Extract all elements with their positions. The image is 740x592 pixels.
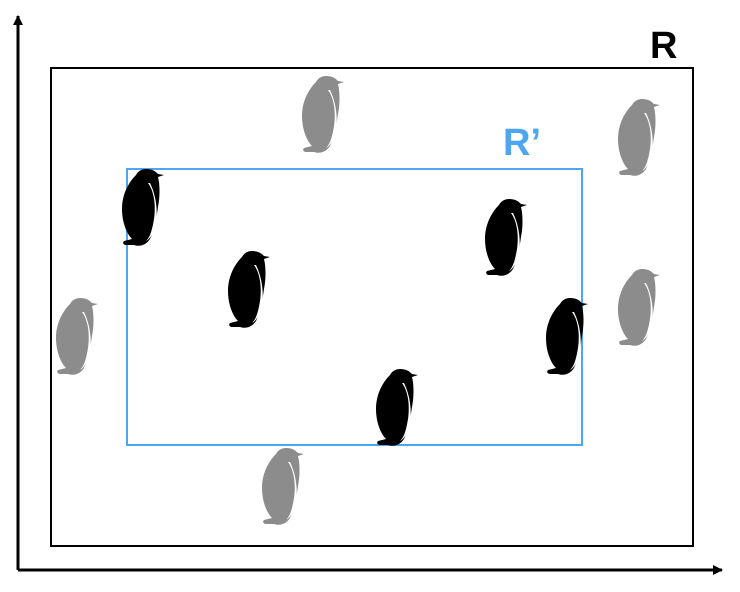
penguin-outside-icon bbox=[618, 99, 660, 176]
penguin-inside-icon bbox=[376, 369, 418, 446]
penguin-outside-icon bbox=[262, 448, 304, 525]
penguins-outside bbox=[56, 76, 660, 525]
penguin-inside-icon bbox=[485, 199, 527, 276]
penguin-outside-icon bbox=[618, 269, 660, 346]
penguin-inside-icon bbox=[122, 169, 164, 246]
outer-region-label: R bbox=[650, 25, 677, 67]
penguin-outside-icon bbox=[56, 298, 98, 375]
penguin-outside-icon bbox=[302, 76, 344, 153]
penguins-inside bbox=[122, 169, 588, 446]
inner-region-label: R’ bbox=[503, 122, 541, 164]
outer-region-r bbox=[50, 67, 694, 547]
penguin-inside-icon bbox=[228, 251, 270, 328]
